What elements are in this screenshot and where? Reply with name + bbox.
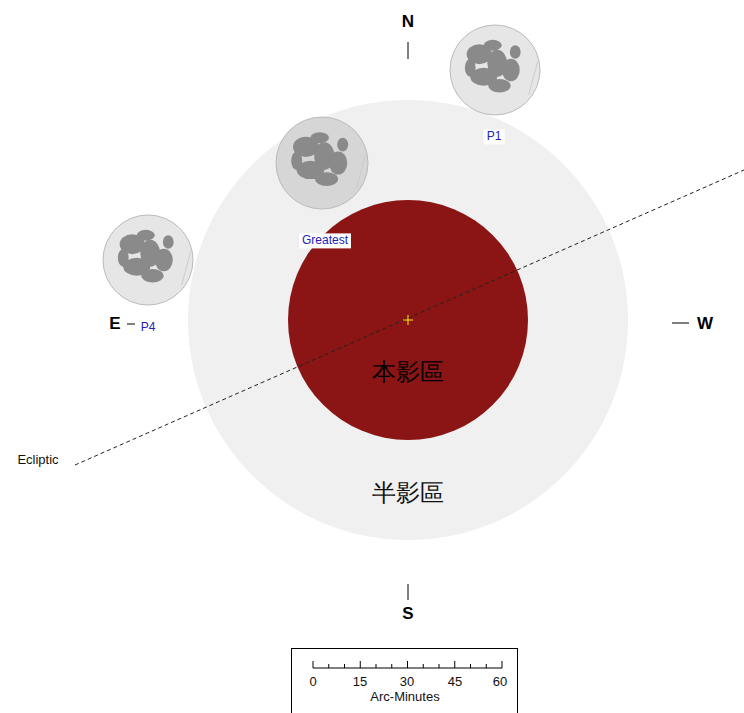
scale-number: 15 — [353, 675, 367, 689]
compass-tick — [672, 323, 689, 324]
moon-figure — [103, 215, 193, 305]
scale-tick — [454, 661, 455, 668]
scale-tick — [423, 664, 424, 668]
phase-label: P4 — [138, 320, 159, 335]
compass-tick — [408, 584, 409, 600]
compass-label: E — [109, 315, 120, 334]
scale-tick — [502, 661, 503, 668]
scale-number: 60 — [493, 675, 507, 689]
scale-tick — [407, 661, 408, 668]
compass-tick — [408, 42, 409, 59]
scale-number: 30 — [400, 675, 414, 689]
scale-caption: Arc-Minutes — [370, 690, 439, 704]
moon-figure — [276, 117, 368, 209]
scale-tick — [376, 664, 377, 668]
region-disc — [188, 100, 628, 540]
scale-tick — [360, 661, 361, 668]
compass-tick — [127, 324, 135, 325]
scale-box — [292, 649, 518, 713]
scale-tick — [328, 664, 329, 668]
region-disc — [288, 200, 528, 440]
scale-tick — [391, 664, 392, 668]
phase-label: P1 — [484, 129, 505, 144]
ecliptic-line — [75, 170, 744, 465]
scale-tick — [486, 664, 487, 668]
scale-number: 0 — [309, 675, 316, 689]
ecliptic-label: Ecliptic — [17, 453, 58, 467]
compass-label: W — [697, 315, 713, 334]
region-label: 本影區 — [372, 359, 444, 385]
scale-tick — [344, 664, 345, 668]
region-label: 半影區 — [372, 480, 444, 506]
scale-tick — [470, 664, 471, 668]
compass-label: N — [402, 13, 414, 32]
compass-label: S — [402, 605, 413, 624]
scale-tick — [313, 661, 314, 668]
phase-label: Greatest — [299, 233, 351, 248]
scale-number: 45 — [448, 675, 462, 689]
scale-tick — [439, 664, 440, 668]
center-mark — [408, 315, 409, 325]
moon-figure — [450, 25, 540, 115]
